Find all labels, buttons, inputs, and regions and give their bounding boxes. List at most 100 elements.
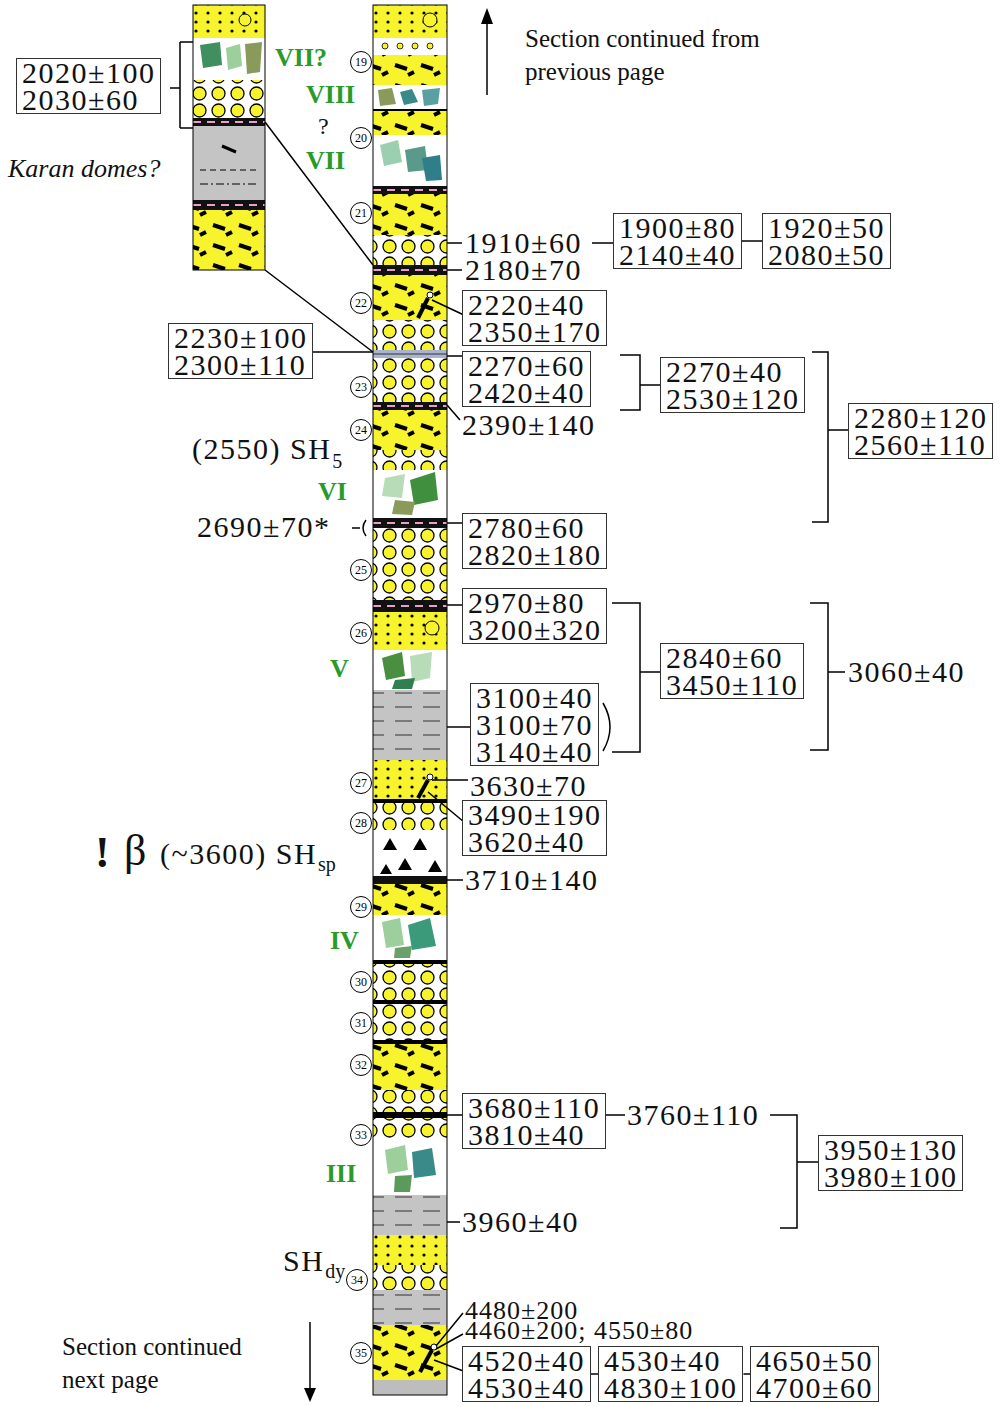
main-column (373, 799, 447, 803)
main-column (382, 918, 404, 948)
unit-number-circle: 34 (346, 1269, 368, 1291)
leader-line (612, 603, 662, 752)
unit-number-circle: 23 (350, 376, 372, 398)
subscript-label: dy (325, 1261, 345, 1281)
age-value: 3680±110 (468, 1094, 600, 1121)
age-value: 3450±110 (666, 671, 798, 698)
main-column (373, 186, 447, 194)
main-column (392, 678, 415, 689)
main-column (373, 1090, 447, 1112)
leader-line (170, 42, 850, 1372)
main-column (373, 964, 447, 1000)
unit-number: 21 (355, 206, 367, 220)
unit-number-circle: 32 (350, 1054, 372, 1076)
main-column (373, 518, 447, 528)
unit-number-circle: 28 (350, 812, 372, 834)
main-column (373, 650, 447, 690)
main-column (382, 652, 405, 680)
main-column (373, 350, 447, 358)
main-column (410, 472, 438, 505)
age-box: 4530±404830±100 (598, 1346, 743, 1402)
main-column (373, 189, 447, 191)
main-column (373, 265, 447, 275)
age-box: 1900±802140±40 (613, 213, 742, 269)
roman-numeral: III (326, 1160, 356, 1188)
left-column (193, 126, 265, 200)
age-box: 1920±502080±50 (762, 213, 891, 269)
subscript-label: sp (318, 854, 336, 874)
unit-number: 19 (355, 55, 367, 69)
age-value: 4520±40 (468, 1347, 585, 1374)
main-column (373, 194, 447, 235)
roman-numeral: VII (306, 147, 345, 175)
leader-line (447, 1221, 460, 1223)
leader-line (432, 300, 466, 316)
age-value: 4650±50 (756, 1347, 873, 1374)
age-value: 2270±40 (666, 358, 799, 385)
age-value: 2140±40 (619, 241, 736, 268)
leader-line (447, 405, 460, 420)
main-column (373, 320, 447, 350)
subscript-label: 5 (332, 451, 342, 471)
main-column (373, 5, 447, 1395)
unit-number: 29 (355, 900, 367, 914)
unit-number-circle: 31 (350, 1012, 372, 1034)
main-column (373, 450, 447, 470)
age-value: 2530±120 (666, 385, 799, 412)
main-column (380, 864, 392, 874)
main-column (373, 690, 447, 760)
main-column (382, 43, 388, 49)
unit-number: 34 (351, 1273, 363, 1287)
age-value: 1920±50 (768, 214, 885, 241)
age-value: 3950±130 (824, 1136, 957, 1163)
age-value: 1900±80 (619, 214, 736, 241)
age-box: 2970±803200±320 (462, 588, 607, 644)
unit-number-circle: 33 (350, 1124, 372, 1146)
unit-number: 32 (355, 1058, 367, 1072)
main-column (425, 621, 439, 635)
age-label: 2390±140 (462, 411, 595, 439)
main-column (373, 405, 447, 407)
age-value: 2560±110 (854, 431, 987, 458)
main-column (373, 269, 447, 271)
leader-line (620, 355, 662, 410)
main-column (427, 43, 433, 49)
age-box: 2840±603450±110 (660, 643, 804, 699)
sample-marker (427, 292, 433, 298)
age-value: 3810±40 (468, 1121, 600, 1148)
age-box: 2220±402350±170 (462, 290, 607, 346)
unit-number-circle: 19 (350, 51, 372, 73)
main-column (373, 235, 447, 265)
leader-line (352, 520, 366, 536)
leader-line (810, 603, 845, 750)
note-label: β (124, 828, 146, 874)
connector-line (591, 1373, 598, 1375)
left-column (200, 42, 222, 68)
sample-marker (427, 774, 433, 780)
main-column (373, 1265, 447, 1290)
unit-number: 25 (355, 563, 367, 577)
main-column (382, 474, 405, 498)
unit-number-circle: 35 (350, 1342, 372, 1364)
age-value: 2030±60 (22, 86, 155, 113)
leader-line (447, 269, 462, 271)
note-label: Karan domes? (8, 155, 160, 183)
age-box: 2280±1202560±110 (848, 403, 993, 459)
main-column (373, 1004, 447, 1040)
main-column (373, 1112, 447, 1118)
main-column (373, 1140, 447, 1195)
main-column (373, 354, 447, 355)
leader-line (603, 703, 610, 751)
age-value: 4530±40 (468, 1374, 585, 1401)
age-value: 4830±100 (604, 1374, 737, 1401)
main-column (412, 1148, 436, 1178)
main-column (373, 5, 447, 38)
main-column (398, 858, 412, 870)
main-column (408, 918, 436, 950)
main-column (373, 402, 447, 410)
main-column (373, 275, 447, 320)
age-label: 2690±70* (197, 513, 330, 541)
age-box: 2270±602420±40 (462, 351, 591, 407)
age-value: 2780±60 (468, 514, 601, 541)
main-column (373, 1325, 447, 1380)
